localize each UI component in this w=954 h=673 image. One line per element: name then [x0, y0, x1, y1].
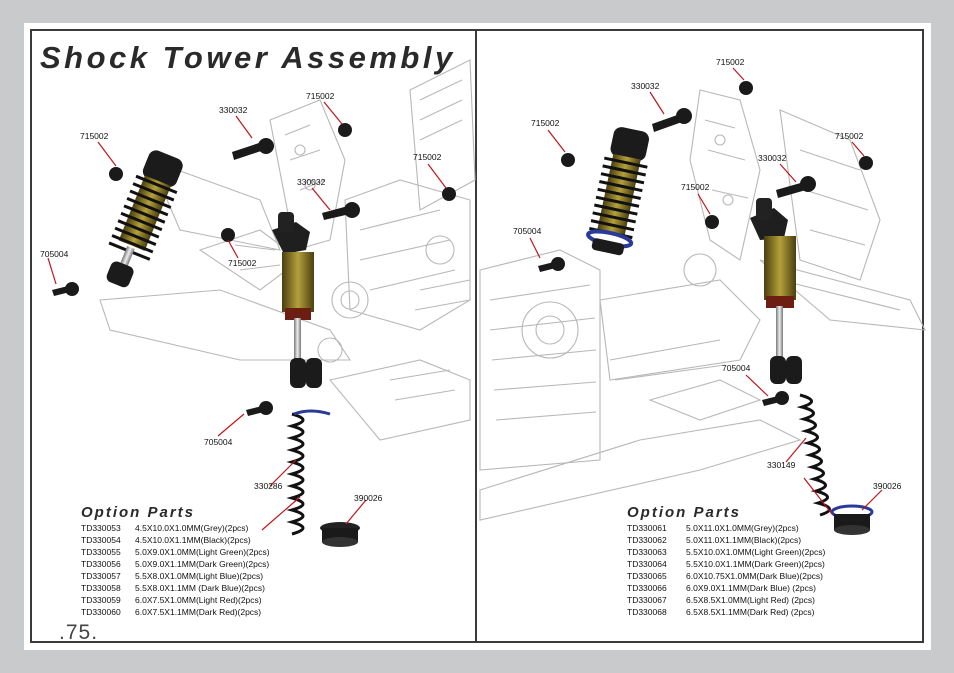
option-code: TD330053 — [81, 523, 121, 533]
option-row: TD330054 4.5X10.0X1.1MM(Black)(2pcs) — [81, 534, 341, 546]
left-part-label: 715002 — [413, 152, 442, 162]
right-option-title: Option Parts — [627, 504, 742, 521]
right-shock-mounted — [586, 127, 650, 256]
option-row: TD330053 4.5X10.0X1.0MM(Grey)(2pcs) — [81, 522, 341, 534]
option-code: TD330056 — [81, 559, 121, 569]
left-option-title: Option Parts — [81, 504, 196, 521]
left-part-label: 705004 — [40, 249, 69, 259]
right-part-label: 705004 — [722, 363, 751, 373]
option-row: TD330066 6.0X9.0X1.1MM(Dark Blue) (2pcs) — [627, 582, 887, 594]
right-spring-collar — [830, 504, 874, 535]
right-part-label: 715002 — [716, 57, 745, 67]
left-spring-collar — [320, 522, 360, 547]
option-code: TD330067 — [627, 595, 667, 605]
left-nuts — [109, 123, 456, 242]
right-part-label: 330032 — [758, 153, 787, 163]
option-code: TD330064 — [627, 559, 667, 569]
option-desc: 4.5X10.0X1.0MM(Grey)(2pcs) — [135, 523, 249, 533]
left-screws — [52, 138, 360, 416]
option-desc: 5.0X9.0X1.1MM(Dark Green)(2pcs) — [135, 559, 270, 569]
right-part-label: 330032 — [631, 81, 660, 91]
right-shock-exploded — [750, 198, 802, 384]
right-leader-lines — [529, 67, 883, 515]
option-row: TD330064 5.5X10.0X1.1MM(Dark Green)(2pcs) — [627, 558, 887, 570]
option-row: TD330063 5.5X10.0X1.0MM(Light Green)(2pcs… — [627, 546, 887, 558]
option-row: TD330067 6.5X8.5X1.0MM(Light Red) (2pcs) — [627, 594, 887, 606]
right-part-label: 715002 — [531, 118, 560, 128]
option-row: TD330057 5.5X8.0X1.0MM(Light Blue)(2pcs) — [81, 570, 341, 582]
page-title: Shock Tower Assembly — [40, 40, 456, 75]
right-part-label: 330149 — [767, 460, 796, 470]
left-part-label: 705004 — [204, 437, 233, 447]
right-chassis-lineart — [479, 89, 926, 521]
option-row: TD330056 5.0X9.0X1.1MM(Dark Green)(2pcs) — [81, 558, 341, 570]
left-part-label: 715002 — [80, 131, 109, 141]
option-row: TD330061 5.0X11.0X1.0MM(Grey)(2pcs) — [627, 522, 887, 534]
option-desc: 6.5X8.5X1.1MM(Dark Red) (2pcs) — [686, 607, 815, 617]
column-divider — [475, 29, 477, 643]
option-code: TD330058 — [81, 583, 121, 593]
left-part-label: 715002 — [228, 258, 257, 268]
option-row: TD330060 6.0X7.5X1.1MM(Dark Red)(2pcs) — [81, 606, 341, 618]
option-desc: 5.5X10.0X1.0MM(Light Green)(2pcs) — [686, 547, 826, 557]
option-row: TD330065 6.0X10.75X1.0MM(Dark Blue)(2pcs) — [627, 570, 887, 582]
left-shock-mounted — [106, 150, 183, 288]
option-desc: 5.5X8.0X1.0MM(Light Blue)(2pcs) — [135, 571, 264, 581]
option-code: TD330065 — [627, 571, 667, 581]
left-part-label: 330286 — [254, 481, 283, 491]
right-part-label: 705004 — [513, 226, 542, 236]
right-screws — [538, 108, 816, 406]
option-code: TD330062 — [627, 535, 667, 545]
option-row: TD330058 5.5X8.0X1.1MM (Dark Blue)(2pcs) — [81, 582, 341, 594]
option-desc: 4.5X10.0X1.1MM(Black)(2pcs) — [135, 535, 251, 545]
left-spring — [286, 409, 331, 536]
option-desc: 6.5X8.5X1.0MM(Light Red) (2pcs) — [686, 595, 815, 605]
right-option-list: TD330061 5.0X11.0X1.0MM(Grey)(2pcs) TD330… — [627, 522, 887, 618]
option-code: TD330057 — [81, 571, 121, 581]
left-part-label: 330032 — [219, 105, 248, 115]
option-code: TD330066 — [627, 583, 667, 593]
page-number: .75. — [59, 621, 99, 644]
option-row: TD330055 5.0X9.0X1.0MM(Light Green)(2pcs) — [81, 546, 341, 558]
right-part-label: 715002 — [681, 182, 710, 192]
option-code: TD330060 — [81, 607, 121, 617]
page-frame — [30, 29, 924, 643]
option-desc: 6.0X7.5X1.1MM(Dark Red)(2pcs) — [135, 607, 262, 617]
option-code: TD330054 — [81, 535, 121, 545]
option-desc: 6.0X9.0X1.1MM(Dark Blue) (2pcs) — [686, 583, 816, 593]
left-part-label: 390026 — [354, 493, 383, 503]
option-desc: 5.5X8.0X1.1MM (Dark Blue)(2pcs) — [135, 583, 265, 593]
option-row: TD330062 5.0X11.0X1.1MM(Black)(2pcs) — [627, 534, 887, 546]
option-code: TD330059 — [81, 595, 121, 605]
option-row: TD330068 6.5X8.5X1.1MM(Dark Red) (2pcs) — [627, 606, 887, 618]
left-leader-lines — [47, 101, 447, 531]
option-code: TD330068 — [627, 607, 667, 617]
right-nuts — [561, 81, 873, 229]
right-part-label: 715002 — [835, 131, 864, 141]
option-desc: 6.0X7.5X1.0MM(Light Red)(2pcs) — [135, 595, 262, 605]
left-shock-exploded — [272, 212, 322, 388]
right-part-label: 390026 — [873, 481, 902, 491]
option-row: TD330059 6.0X7.5X1.0MM(Light Red)(2pcs) — [81, 594, 341, 606]
option-desc: 5.0X9.0X1.0MM(Light Green)(2pcs) — [135, 547, 270, 557]
left-option-list: TD330053 4.5X10.0X1.0MM(Grey)(2pcs) TD330… — [81, 522, 341, 618]
option-desc: 5.0X11.0X1.1MM(Black)(2pcs) — [686, 535, 802, 545]
left-part-label: 715002 — [306, 91, 335, 101]
option-code: TD330063 — [627, 547, 667, 557]
option-desc: 6.0X10.75X1.0MM(Dark Blue)(2pcs) — [686, 571, 824, 581]
option-desc: 5.5X10.0X1.1MM(Dark Green)(2pcs) — [686, 559, 825, 569]
option-code: TD330055 — [81, 547, 121, 557]
option-code: TD330061 — [627, 523, 667, 533]
right-spring — [796, 393, 831, 517]
option-desc: 5.0X11.0X1.0MM(Grey)(2pcs) — [686, 523, 799, 533]
left-part-label: 330032 — [297, 177, 326, 187]
